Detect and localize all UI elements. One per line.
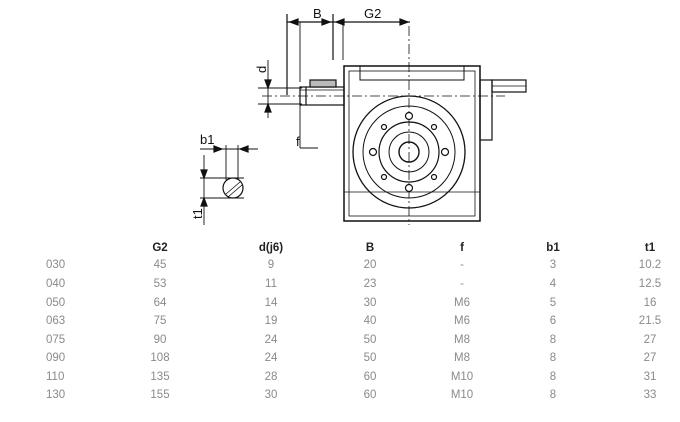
cell-g2: 135 (150, 371, 170, 383)
cell-t1: 27 (643, 352, 657, 364)
cell-f: M10 (450, 371, 474, 383)
cell-size: 075 (46, 334, 66, 346)
cell-f: M6 (454, 297, 470, 309)
header-t1: t1 (644, 242, 656, 254)
cell-b1: 8 (549, 371, 557, 383)
cell-g2: 155 (150, 389, 170, 401)
header-d-j6: d(j6) (258, 242, 284, 254)
cell-f: - (460, 278, 464, 290)
cell-b1: 3 (549, 259, 557, 271)
cell-t1: 27 (643, 334, 657, 346)
cell-size: 090 (46, 352, 66, 364)
cell-b: 50 (363, 334, 377, 346)
header-g2: G2 (152, 242, 168, 254)
cell-size: 110 (46, 371, 65, 383)
cell-b1: 8 (549, 352, 557, 364)
dim-label-g2: G2 (364, 6, 381, 21)
cell-t1: 21.5 (638, 315, 662, 327)
cell-b1: 8 (549, 389, 557, 401)
cell-t1: 10.2 (638, 259, 662, 271)
header-f: f (460, 242, 464, 254)
cell-f: M10 (450, 389, 474, 401)
cell-g2: 108 (150, 352, 170, 364)
cell-b: 23 (363, 278, 377, 290)
cell-b: 20 (363, 259, 377, 271)
cell-d-j6: 9 (267, 259, 275, 271)
cell-size: 040 (46, 278, 66, 290)
cell-g2: 90 (153, 334, 167, 346)
header-b1: b1 (546, 242, 560, 254)
cell-f: M6 (454, 315, 470, 327)
cell-size: 063 (46, 315, 66, 327)
cell-b1: 4 (549, 278, 557, 290)
cell-t1: 16 (643, 297, 657, 309)
cell-size: 030 (46, 259, 66, 271)
cell-b1: 6 (549, 315, 557, 327)
cell-b: 60 (363, 371, 377, 383)
cell-d-j6: 30 (264, 389, 278, 401)
cell-d-j6: 24 (264, 334, 278, 346)
header-b: B (365, 242, 375, 254)
cell-b: 40 (363, 315, 377, 327)
cell-g2: 64 (153, 297, 167, 309)
cell-b: 50 (363, 352, 377, 364)
cell-b: 60 (363, 389, 377, 401)
cell-d-j6: 28 (264, 371, 278, 383)
cell-g2: 45 (153, 259, 167, 271)
gearbox-technical-drawing: B G2 d f b1 t1 (190, 6, 527, 225)
cell-t1: 31 (643, 371, 657, 383)
cell-f: M8 (454, 334, 470, 346)
cell-size: 050 (46, 297, 66, 309)
dim-label-b1: b1 (200, 132, 214, 147)
cell-d-j6: 19 (264, 315, 278, 327)
cell-d-j6: 11 (265, 278, 277, 290)
cell-t1: 33 (643, 389, 657, 401)
cell-b1: 8 (549, 334, 557, 346)
cell-f: M8 (454, 352, 470, 364)
cell-size: 130 (46, 389, 66, 401)
cell-d-j6: 24 (264, 352, 278, 364)
dim-label-t1: t1 (190, 208, 205, 219)
cell-t1: 12.5 (638, 278, 662, 290)
cell-g2: 75 (153, 315, 167, 327)
dim-label-f: f (296, 134, 300, 149)
cell-d-j6: 14 (264, 297, 278, 309)
dim-label-b: B (313, 6, 322, 21)
cell-b: 30 (363, 297, 377, 309)
cell-f: - (460, 259, 464, 271)
cell-b1: 5 (549, 297, 557, 309)
dim-label-d: d (254, 66, 269, 73)
cell-g2: 53 (153, 278, 167, 290)
